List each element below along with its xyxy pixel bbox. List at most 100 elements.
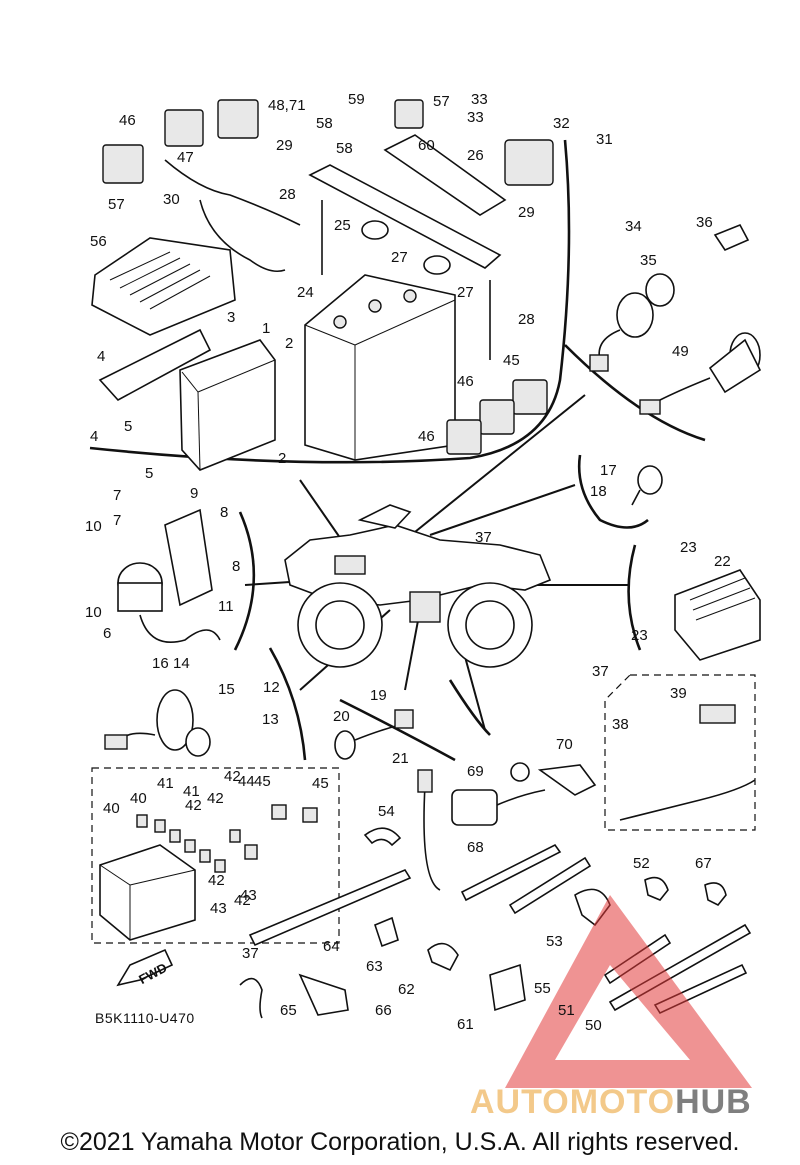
callout-9: 9 [190,485,198,502]
drawing-code: B5K1110-U470 [95,1010,195,1026]
callout-8: 8 [220,504,228,521]
callout-35: 35 [640,252,657,269]
callout-45: 45 [254,773,271,790]
callout-65: 65 [280,1002,297,1019]
cap-69 [510,762,530,782]
callout-42: 42 [224,768,241,785]
callout-10: 10 [85,604,102,621]
cable-tie-66 [460,843,562,902]
callout-60: 60 [418,137,435,154]
callout-27: 27 [391,249,408,266]
callout-62: 62 [398,981,415,998]
callout-20: 20 [333,708,350,725]
sensor-17 [631,465,663,506]
atv-illustration [284,504,552,668]
callout-44: 44 [238,773,255,790]
callout-70: 70 [556,736,573,753]
callout-42: 42 [208,872,225,889]
callout-4: 4 [90,428,98,445]
callout-7: 7 [113,487,121,504]
callout-64: 64 [323,938,340,955]
callout-68: 68 [467,839,484,856]
clamp-50 [644,876,669,901]
callout-52: 52 [633,855,650,872]
callout-29: 29 [276,137,293,154]
callout-41: 41 [157,775,174,792]
callout-40: 40 [130,790,147,807]
callout-27: 27 [457,284,474,301]
callout-57: 57 [108,196,125,213]
callout-23: 23 [680,539,697,556]
callout-30: 30 [163,191,180,208]
left-mid-boundary [233,511,256,651]
callout-39: 39 [670,685,687,702]
clamp-61 [374,916,399,948]
callout-23: 23 [631,627,648,644]
callout-42: 42 [185,797,202,814]
callout-63: 63 [366,958,383,975]
callout-28: 28 [518,311,535,328]
callout-18: 18 [590,483,607,500]
speed-sensor-14 [104,689,211,757]
callout-54: 54 [378,803,395,820]
reg-boundary [627,544,642,651]
callout-26: 26 [467,147,484,164]
callout-46: 46 [457,373,474,390]
battery-cover-26 [383,134,507,216]
callout-5: 5 [145,465,153,482]
callout-24: 24 [297,284,314,301]
key-36 [713,223,750,252]
callout-8: 8 [232,558,240,575]
callout-37: 37 [592,663,609,680]
callout-4: 4 [97,348,105,365]
clamp-64 [298,973,349,1016]
ecu-unit [91,237,236,336]
cdi-unit [179,339,276,471]
callout-14: 14 [173,655,190,672]
watermark-text: AUTOMOTOHUB [470,1083,752,1122]
callout-61: 61 [457,1016,474,1033]
rods-28 [321,200,491,360]
callout-42: 42 [234,892,251,909]
top-section-boundary [89,139,571,464]
callout-28: 28 [279,186,296,203]
clamp-59 [489,963,526,1012]
watermark-text-part1: AUTOMOTO [470,1083,676,1121]
callout-6: 6 [103,625,111,642]
callout-25: 25 [334,217,351,234]
right-top-boundary [564,344,706,442]
callout-32: 32 [553,115,570,132]
fuses [136,804,318,873]
callout-49: 49 [672,343,689,360]
cdi-bracket [98,328,212,402]
battery-band-25 [308,164,502,269]
starter-boundary [448,679,491,736]
cable-tie-70 [508,856,592,915]
sensor-boundary [268,647,307,761]
ignition-coil [117,508,221,644]
relay-56 [394,99,424,129]
relays-46 [102,99,259,184]
callout-45: 45 [312,775,329,792]
ignition-switch [589,273,675,372]
callout-42: 42 [207,790,224,807]
callout-37: 37 [242,945,259,962]
callout-11: 11 [218,598,234,615]
callout-53: 53 [546,933,563,950]
callout-67: 67 [695,855,712,872]
callout-10: 10 [85,518,102,535]
dc-socket-47 [639,332,762,415]
callout-3: 3 [227,309,235,326]
callout-58: 58 [336,140,353,157]
callout-38: 38 [612,716,629,733]
callout-46: 46 [418,428,435,445]
callout-2: 2 [285,335,293,352]
callout-34: 34 [625,218,642,235]
callout-5: 5 [124,418,132,435]
fwd-arrow [116,948,174,987]
harness-37 [619,779,756,821]
connector-39 [699,704,736,724]
callout-58: 58 [316,115,333,132]
starter-cable-67 [417,769,546,891]
